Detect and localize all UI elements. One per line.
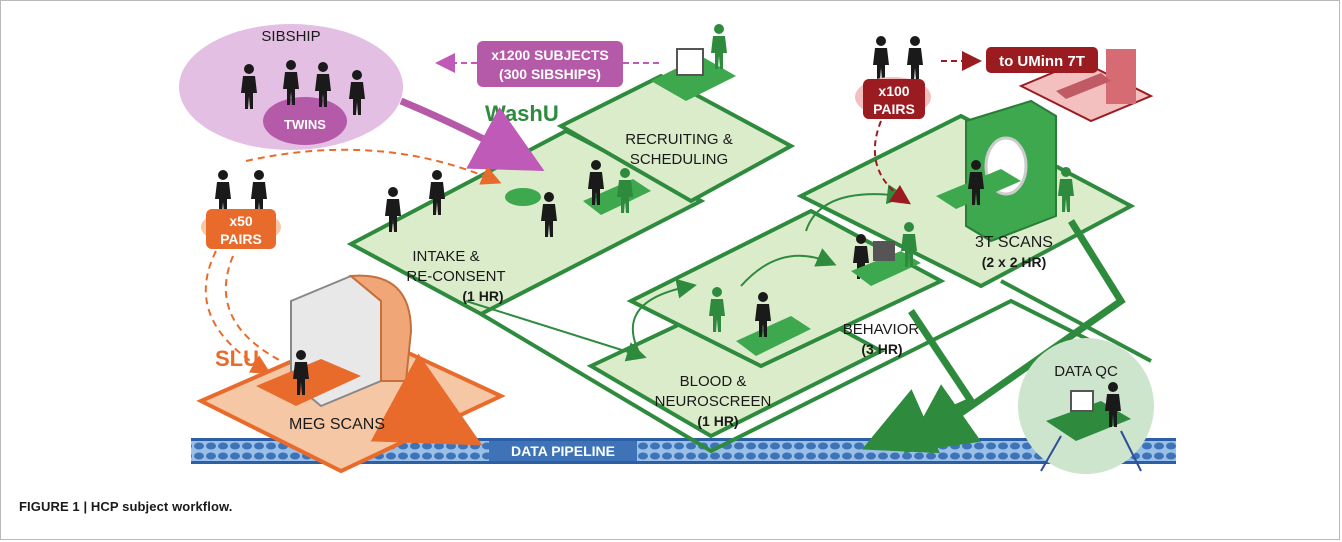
x100-line2: PAIRS — [873, 101, 915, 117]
3t-scan-station: 3T SCANS (2 x 2 HR) — [805, 99, 1074, 270]
x100-line1: x100 — [878, 83, 909, 99]
intake-station: INTAKE & RE-CONSENT (1 HR) — [385, 160, 651, 304]
meg-scans-label: MEG SCANS — [289, 416, 385, 433]
figure-caption: FIGURE 1 | HCP subject workflow. — [19, 499, 233, 514]
sibship-group: SIBSHIP TWINS — [179, 24, 403, 150]
intake-time: (1 HR) — [462, 288, 503, 304]
blood-line1: BLOOD & — [680, 373, 747, 390]
x100-pairs-group: x100 PAIRS to UMinn 7T — [855, 36, 1154, 205]
x50-pairs-group: x50 PAIRS — [201, 148, 502, 375]
sibship-label: SIBSHIP — [261, 28, 320, 45]
recruiting-line2: SCHEDULING — [630, 151, 728, 168]
blood-station: BLOOD & NEUROSCREEN (1 HR) — [655, 287, 811, 429]
x50-line2: PAIRS — [220, 231, 262, 247]
uminn-label: to UMinn 7T — [999, 53, 1085, 70]
recruiting-station: RECRUITING & SCHEDULING — [625, 24, 736, 168]
meg-station: SLU MEG SCANS — [196, 274, 506, 474]
subjects-line1: x1200 SUBJECTS — [491, 47, 609, 63]
blood-time: (1 HR) — [697, 413, 738, 429]
data-qc-station: DATA QC — [1018, 338, 1154, 474]
x50-line1: x50 — [229, 213, 253, 229]
twins-label: TWINS — [284, 117, 326, 132]
intake-line2: RE-CONSENT — [406, 268, 505, 285]
recruiting-line1: RECRUITING & — [625, 131, 733, 148]
behavior-label: BEHAVIOR — [843, 321, 920, 338]
washu-label: WashU — [485, 101, 559, 126]
slu-label: SLU — [215, 346, 259, 371]
sibship-to-intake-arrow — [399, 97, 545, 171]
intake-line1: INTAKE & — [412, 248, 479, 265]
data-qc-label: DATA QC — [1054, 363, 1118, 380]
subjects-badge: x1200 SUBJECTS (300 SIBSHIPS) — [435, 41, 661, 87]
data-pipeline-label: DATA PIPELINE — [511, 443, 615, 459]
3t-scans-time: (2 x 2 HR) — [982, 254, 1047, 270]
3t-scans-label: 3T SCANS — [975, 234, 1053, 251]
subjects-line2: (300 SIBSHIPS) — [499, 66, 601, 82]
behavior-time: (3 HR) — [861, 341, 902, 357]
behavior-station: BEHAVIOR (3 HR) — [740, 222, 921, 357]
blood-line2: NEUROSCREEN — [655, 393, 772, 410]
